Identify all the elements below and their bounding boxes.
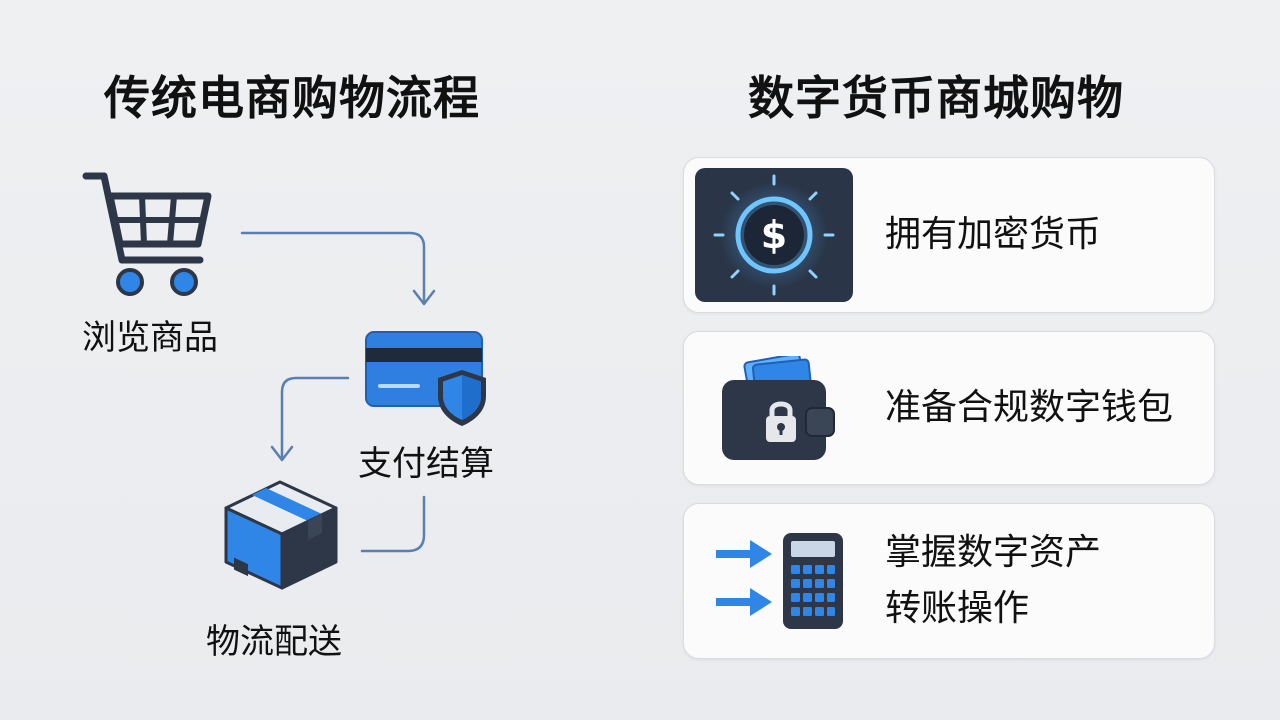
package-box-icon — [222, 480, 340, 590]
right-title: 数字货币商城购物 — [748, 71, 1124, 125]
shopping-cart-icon — [82, 168, 214, 300]
info-card-wallet: 准备合规数字钱包 — [683, 331, 1215, 485]
card-label-transfer: 掌握数字资产 转账操作 — [885, 532, 1102, 629]
info-card-transfer: 掌握数字资产 转账操作 — [683, 503, 1215, 659]
left-title: 传统电商购物流程 — [104, 71, 480, 125]
info-card-crypto: $ 拥有加密货币 — [683, 157, 1215, 313]
transfer-arrows-icon — [714, 536, 776, 626]
card-label-crypto: 拥有加密货币 — [885, 214, 1102, 255]
step-label-shipping: 物流配送 — [206, 622, 342, 662]
calculator-icon — [781, 531, 845, 631]
step-label-payment: 支付结算 — [358, 444, 494, 484]
shield-icon — [438, 370, 486, 426]
card-label-wallet: 准备合规数字钱包 — [885, 387, 1174, 428]
locked-wallet-icon — [720, 356, 840, 464]
credit-card-icon — [364, 330, 492, 430]
svg-text:$: $ — [761, 213, 787, 257]
crypto-coin-icon: $ — [695, 168, 853, 302]
step-label-browse: 浏览商品 — [82, 318, 218, 358]
